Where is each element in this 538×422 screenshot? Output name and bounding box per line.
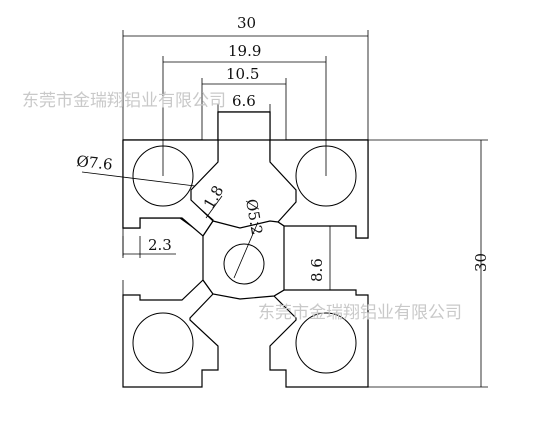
dimension-lines bbox=[81, 30, 488, 388]
corner-hole-bottom-right bbox=[295, 312, 357, 374]
dim-slot-depth: 8.6 bbox=[308, 258, 326, 282]
dim-corner-hole-dia: Ø7.6 bbox=[76, 152, 114, 174]
dim-overall-width: 30 bbox=[237, 14, 256, 32]
watermark-bottom: 东莞市金瑞翔铝业有限公司 bbox=[258, 303, 462, 323]
center-core bbox=[202, 220, 285, 300]
dim-slot-outer: 19.9 bbox=[228, 42, 261, 60]
dim-lip: 2.3 bbox=[148, 236, 172, 254]
dim-slot-opening: 6.6 bbox=[232, 92, 256, 110]
outer-frame-lower bbox=[122, 279, 219, 388]
dim-wall: 1.8 bbox=[200, 182, 228, 212]
center-hole bbox=[223, 243, 265, 285]
corner-hole-bottom-left bbox=[132, 312, 194, 374]
dim-overall-height: 30 bbox=[472, 253, 490, 272]
watermark-top: 东莞市金瑞翔铝业有限公司 bbox=[22, 91, 226, 111]
outer-frame-lower-right bbox=[269, 289, 369, 388]
dim-slot-mid: 10.5 bbox=[226, 65, 259, 83]
